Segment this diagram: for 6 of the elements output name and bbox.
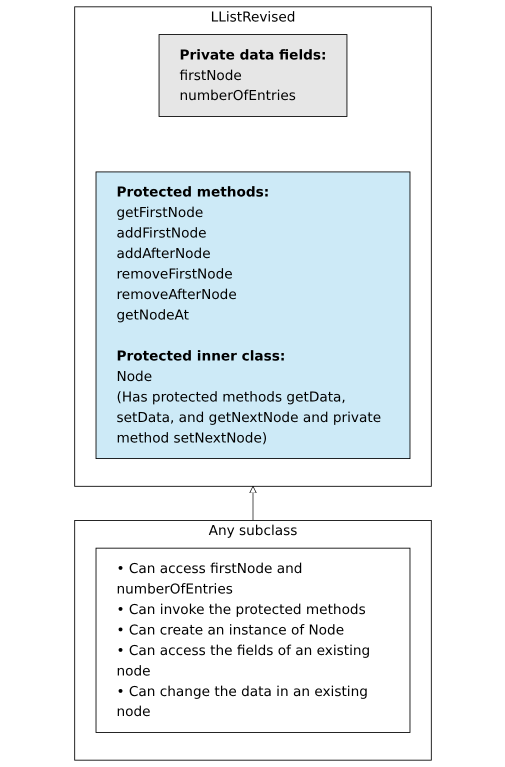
cluster: [74, 520, 432, 761]
arrow: [248, 486, 256, 521]
node-box: [158, 34, 347, 117]
node-box: [95, 171, 410, 459]
cluster: [74, 6, 432, 487]
node-box: [95, 548, 410, 733]
